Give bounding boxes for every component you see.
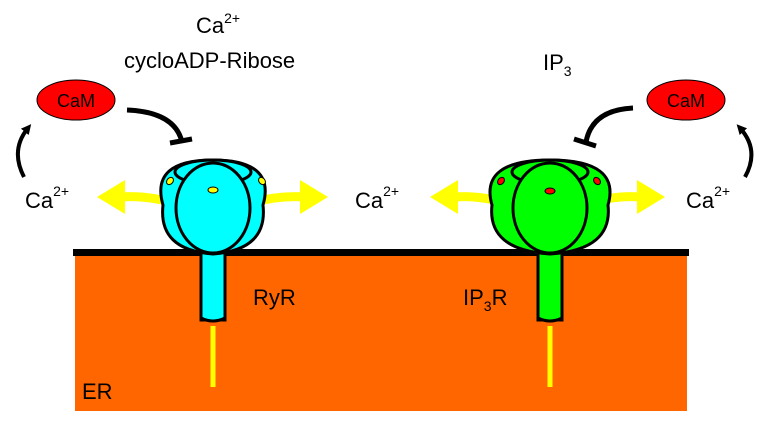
ryr-binding-site — [207, 186, 219, 194]
ca-right-outer: Ca2+ — [686, 183, 730, 213]
ip3r-binding-site — [544, 187, 556, 195]
ca-left-outer: Ca2+ — [25, 183, 69, 213]
ip3r-binding-site — [497, 176, 505, 186]
cam-inhibition-right — [573, 105, 634, 149]
svg-text:CaM: CaM — [667, 91, 705, 111]
cam-inhibition-left — [126, 107, 193, 146]
ryr-channel — [159, 158, 267, 323]
ip3r-binding-site — [593, 176, 601, 186]
ca-middle: Ca2+ — [355, 183, 399, 213]
cycloadp-ribose-label: cycloADP-Ribose — [124, 48, 295, 73]
ca-activator-label: Ca2+ — [196, 10, 240, 38]
cam-left: CaM — [36, 79, 116, 121]
ryr-binding-site — [258, 176, 266, 186]
ip3-activator-label: IP3 — [543, 50, 572, 79]
cam-right: CaM — [646, 79, 726, 121]
er-membrane — [73, 249, 689, 256]
ip3r-label: IP3R — [463, 285, 507, 314]
ca-to-cam-arrow-right — [736, 124, 754, 178]
ryr-binding-site — [166, 176, 174, 186]
svg-text:CaM: CaM — [57, 91, 95, 111]
ip3r-channel — [488, 158, 612, 323]
ryr-label: RyR — [253, 285, 296, 310]
ca-to-cam-arrow-left — [16, 124, 32, 178]
er-compartment — [75, 253, 687, 411]
er-label: ER — [82, 379, 113, 404]
